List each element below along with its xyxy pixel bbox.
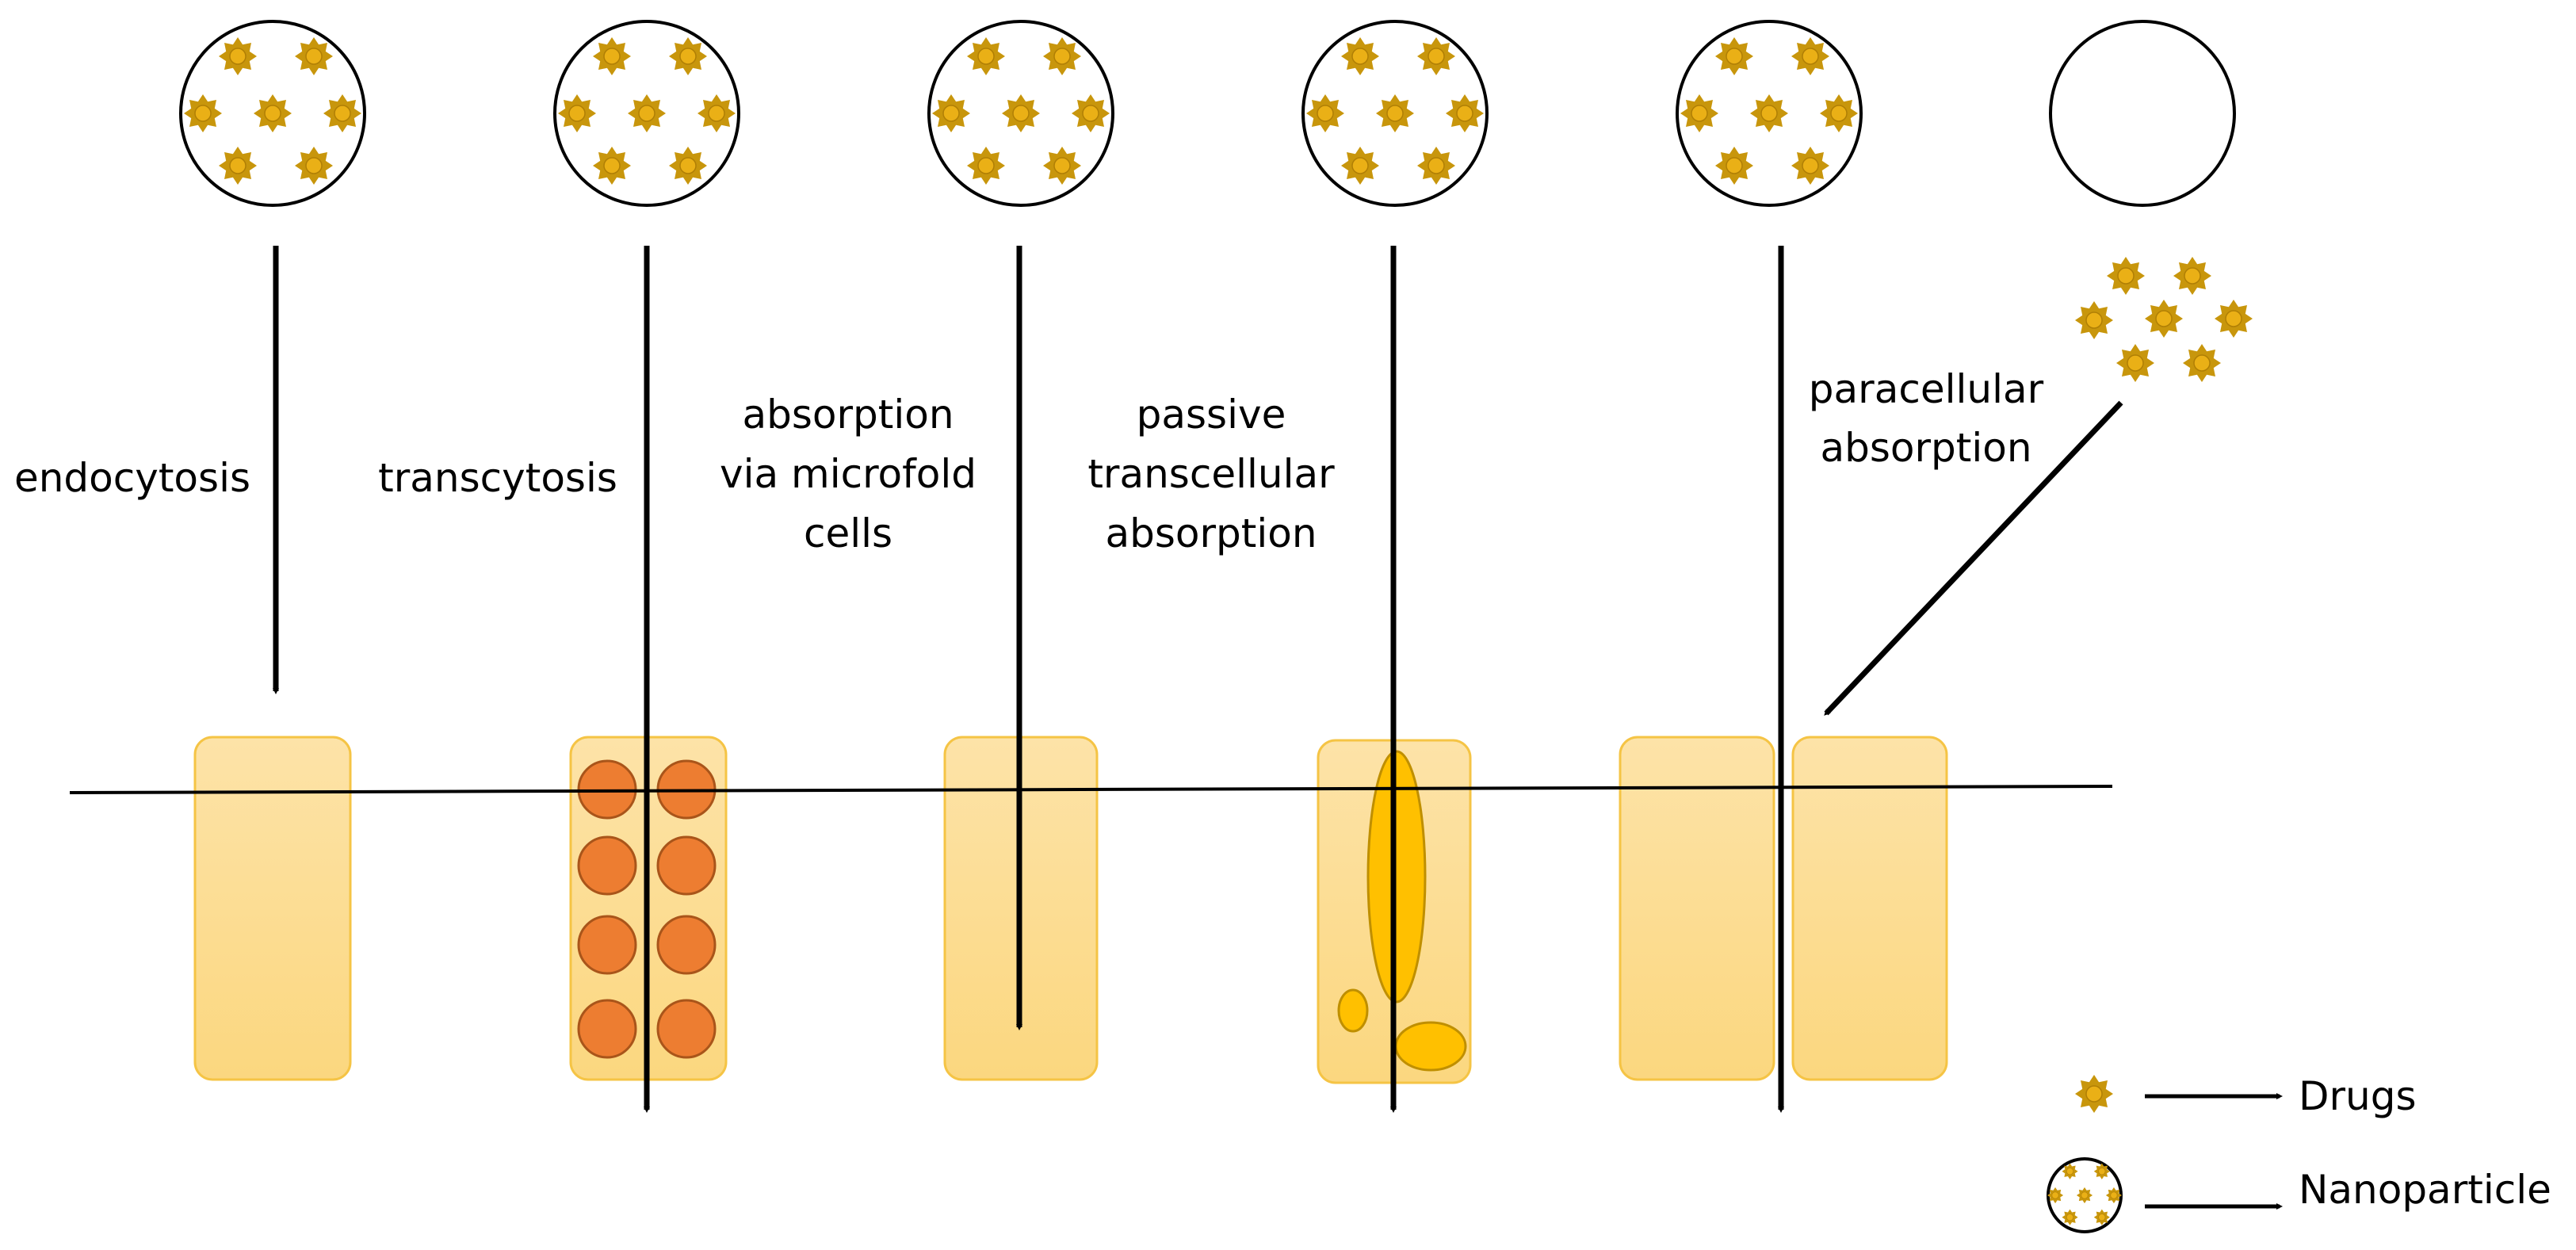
empty-nanoparticle [2049, 20, 2236, 207]
label-microfold-line3: cells [804, 510, 892, 556]
label-transcytosis: transcytosis [378, 455, 617, 501]
organelle [656, 835, 717, 896]
label-endocytosis: endocytosis [14, 455, 250, 501]
cell-paracellular-left [1619, 736, 1775, 1081]
legend-nanoparticle-label: Nanoparticle [2299, 1167, 2551, 1213]
nanoparticle [1301, 20, 1489, 207]
arrows [273, 246, 2123, 1113]
organelle [656, 999, 717, 1059]
organelle [656, 915, 717, 975]
legend-drug-icon [2074, 1074, 2114, 1114]
nanoparticle [553, 20, 740, 207]
legend-nanoparticle-icon [2047, 1157, 2123, 1233]
label-microfold-line1: absorption [742, 392, 954, 438]
cell-endocytosis [193, 736, 352, 1081]
vesicle-small [1337, 988, 1369, 1033]
label-microfold-line2: via microfold [720, 451, 977, 497]
organelle [577, 835, 637, 896]
label-passive-line1: passive [1137, 392, 1286, 438]
organelle [577, 999, 637, 1059]
nanoparticle [1676, 20, 1863, 207]
label-paracellular-line1: paracellular [1809, 366, 2044, 412]
label-passive-line3: absorption [1105, 510, 1317, 556]
arrow-paracellular-diagonal [1824, 400, 2123, 716]
released-drugs [2074, 256, 2253, 383]
legend-drugs-label: Drugs [2299, 1073, 2417, 1119]
labels: endocytosis transcytosis absorption via … [14, 366, 2044, 556]
vesicle-large [1366, 750, 1427, 1003]
nanoparticles [179, 20, 2236, 207]
membrane-line [69, 785, 2113, 794]
label-passive-line2: transcellular [1087, 451, 1335, 497]
nanoparticle [179, 20, 366, 207]
vesicle-medium [1394, 1021, 1467, 1072]
passive-vesicles [1337, 750, 1467, 1072]
organelle [577, 915, 637, 975]
label-paracellular-line2: absorption [1820, 425, 2031, 471]
nanoparticle [927, 20, 1114, 207]
cell-paracellular-right [1791, 736, 1948, 1081]
legend: Drugs Nanoparticle [2047, 1073, 2551, 1233]
